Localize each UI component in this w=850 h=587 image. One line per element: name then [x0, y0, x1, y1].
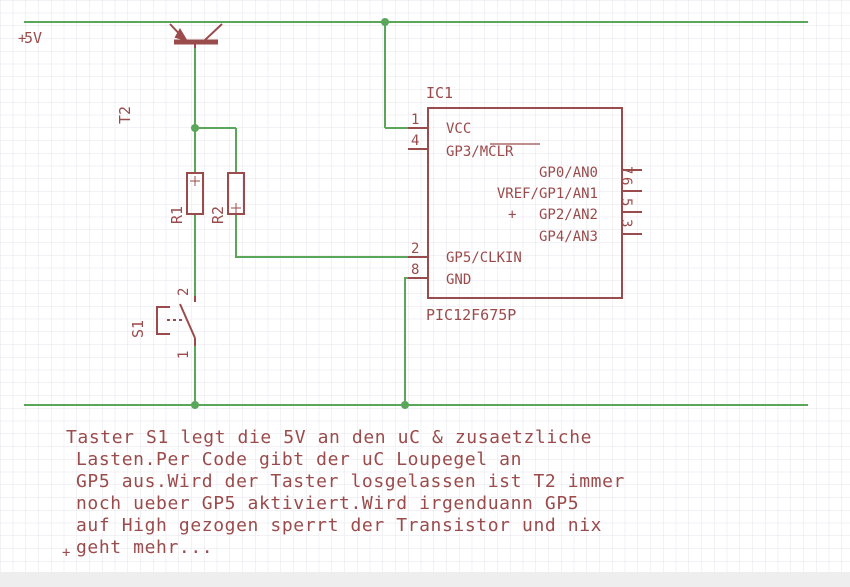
gp2-origin-cross: + [508, 207, 516, 223]
ic-pin-1-label: VCC [446, 121, 471, 137]
ic-name: IC1 [426, 84, 453, 102]
supply-origin-cross: + [18, 31, 26, 47]
wire-gnd-pin [404, 277, 408, 405]
note-line: noch ueber GP5 aktiviert.Wird irgenduann… [76, 493, 579, 514]
note-line: Lasten.Per Code gibt der uC Loupegel an [76, 449, 522, 470]
switch-pin-top: 2 [176, 288, 192, 296]
junctions [191, 18, 409, 409]
ic-pin-2-label: GP5/CLKIN [446, 250, 522, 266]
ic-pin-8-label: GND [446, 272, 471, 288]
ic-pin-3-label: GP4/AN3 [539, 229, 598, 245]
ic-pin-4-number: 4 [411, 133, 419, 149]
junction-5v [381, 18, 389, 26]
note-line: auf High gezogen sperrt der Transistor u… [76, 515, 602, 536]
switch-s1[interactable] [156, 296, 196, 346]
switch-label: S1 [129, 320, 147, 338]
ic-pin-6-label: VREF/GP1/AN1 [497, 186, 598, 202]
switch-pin-bottom: 1 [176, 351, 192, 359]
ic-part: PIC12F675P [426, 306, 516, 324]
status-bar [0, 572, 850, 587]
ic-pin-6-number: 6 [618, 177, 634, 185]
wires [24, 21, 808, 406]
ic-pin-7-number: 7 [618, 166, 634, 174]
ic-right-pin-lines [622, 169, 642, 235]
resistor-r2-label: R2 [209, 206, 227, 224]
ic-pin-8-number: 8 [411, 262, 419, 278]
junction-r-node [191, 124, 199, 132]
ic1-body[interactable] [427, 107, 623, 299]
ic-pin-7-label: GP0/AN0 [539, 165, 598, 181]
transistor-t2[interactable] [169, 23, 223, 48]
transistor-label: T2 [116, 106, 134, 124]
note-line: geht mehr... [76, 537, 213, 558]
ic-pin-1-number: 1 [411, 112, 419, 128]
description-note: Taster S1 legt die 5V an den uC & zusaet… [62, 427, 625, 561]
note-line: GP5 aus.Wird der Taster losgelassen ist … [76, 471, 625, 492]
resistor-r1-label: R1 [168, 206, 186, 224]
note-origin-cross: + [62, 545, 70, 561]
ic-pin-2-number: 2 [411, 241, 419, 257]
ic-pin-3-number: 3 [618, 219, 634, 227]
note-line: Taster S1 legt die 5V an den uC & zusaet… [66, 427, 592, 448]
resistor-r2[interactable] [227, 172, 245, 215]
supply-label: 5V [24, 29, 42, 47]
ic-pin-5-label: GP2/AN2 [539, 207, 598, 223]
resistor-r1[interactable] [186, 172, 204, 215]
junction-gnd-ic [401, 401, 409, 409]
ic-pin-4-label: GP3/MCLR [446, 144, 514, 160]
wire-r2-to-gp5 [235, 214, 408, 258]
junction-gnd-switch [191, 401, 199, 409]
ic-left-pin-lines [408, 127, 428, 279]
ic-pin-5-number: 5 [618, 198, 634, 206]
